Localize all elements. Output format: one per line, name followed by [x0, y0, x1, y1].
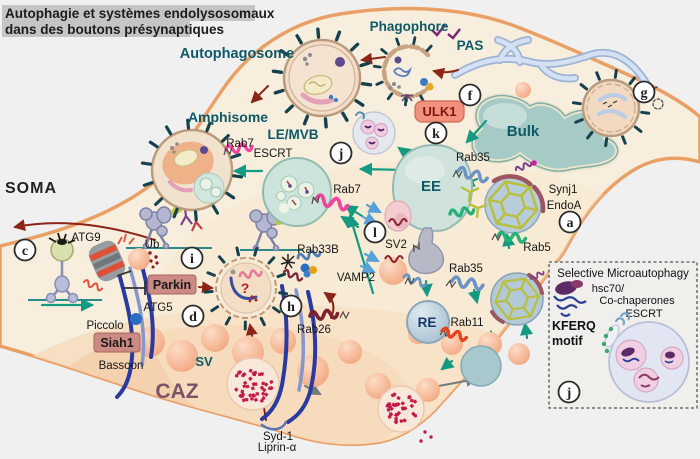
badge-c: c	[13, 238, 37, 262]
inset-escrt: ESCRT	[625, 308, 662, 320]
condensate-dots	[234, 368, 274, 403]
label-endoa: EndoA	[547, 200, 582, 212]
badge-a: a	[558, 210, 582, 234]
parkin-box: Parkin	[147, 274, 197, 295]
label-rab7-amphisome: Rab7	[226, 138, 254, 150]
ulk1-box: ULK1	[414, 100, 465, 123]
pas-protein-glyphs	[431, 24, 461, 40]
badge-g: g	[632, 80, 656, 104]
badge-i: i	[180, 246, 204, 270]
clathrin-triskelion	[460, 185, 488, 219]
badge-j-inset-label: j	[566, 386, 572, 401]
badge-j-label: j	[338, 147, 344, 162]
inset-motif: motif	[552, 334, 583, 348]
siah1-box: Siah1	[93, 332, 141, 353]
badge-f-label: f	[468, 89, 473, 104]
ub-parkin-module	[116, 248, 159, 295]
mitochondrion-cargo	[173, 149, 199, 167]
autophagosome-top	[271, 27, 373, 129]
label-rab26: Rab26	[297, 324, 331, 336]
bulk-endosome	[469, 93, 621, 174]
badge-l-label: l	[373, 226, 377, 241]
label-synj1: Synj1	[549, 184, 578, 196]
badge-j-inset: j	[557, 380, 581, 404]
label-vamp2: VAMP2	[337, 272, 375, 284]
figure-title: Autophagie et systèmes endolysosomaux da…	[2, 5, 275, 37]
badge-l: l	[363, 220, 387, 244]
badge-h-label: h	[287, 300, 295, 315]
vamp2-vesicle	[379, 255, 429, 289]
siah1-box-label: Siah1	[100, 336, 133, 350]
syd1-liprin-condensate	[226, 357, 433, 443]
labels: Autophagosome Phagophore PAS Amphisome L…	[5, 19, 582, 454]
badge-a-label: a	[567, 216, 574, 231]
rab33b-complex	[280, 247, 323, 283]
badge-k-label: k	[432, 127, 440, 142]
inset-cochaperones: Co-chaperones	[599, 295, 675, 307]
inset-hsc70: hsc70/	[592, 283, 625, 295]
label-ee: EE	[421, 178, 441, 195]
inset-title: Selective Microautophagy	[557, 268, 689, 280]
label-rab35-ee: Rab35	[456, 152, 490, 164]
badge-g-label: g	[641, 86, 648, 101]
label-ub: Ub	[145, 239, 160, 251]
label-le-mvb: LE/MVB	[267, 127, 318, 142]
badge-i-label: i	[190, 252, 194, 267]
label-piccolo: Piccolo	[86, 320, 123, 332]
microautophagy-vesicle	[352, 111, 396, 155]
label-atg9: ATG9	[71, 232, 100, 244]
label-syd1: Syd-1	[263, 431, 293, 443]
autophagosome-unknown-cargo	[203, 246, 289, 331]
figure-title-line1: Autophagie et systèmes endolysosomaux	[5, 6, 275, 21]
badge-f: f	[458, 83, 482, 107]
membrane-endosome	[460, 345, 502, 387]
badge-d-label: d	[189, 310, 197, 325]
label-rab33b: Rab33B	[297, 244, 339, 256]
label-atg5: ATG5	[143, 302, 172, 314]
label-liprin: Liprin-α	[258, 442, 297, 454]
badge-k: k	[424, 121, 448, 145]
figure-title-line2: dans des boutons présynaptiques	[5, 22, 224, 37]
label-re: RE	[418, 315, 437, 330]
parkin-box-label: Parkin	[153, 278, 191, 292]
atg9-barrel	[88, 240, 126, 282]
badge-j-mvb: j	[329, 141, 353, 165]
label-bulk: Bulk	[507, 123, 540, 140]
label-bassoon: Bassoon	[99, 360, 144, 372]
clathrin-coated-vesicle	[447, 159, 546, 245]
inset-kferq: KFERQ	[552, 319, 596, 333]
label-caz: CAZ	[155, 380, 198, 403]
label-phagophore: Phagophore	[370, 19, 449, 34]
badge-d: d	[181, 304, 205, 328]
kinesin-motor	[28, 232, 102, 304]
clathrin-coated-pit	[445, 269, 546, 326]
inhibition-symbol	[116, 270, 146, 295]
label-rab7-ee: Rab7	[333, 184, 361, 196]
condensate-dots	[385, 392, 418, 425]
atg5-dot	[130, 313, 142, 325]
label-pas: PAS	[457, 38, 484, 53]
label-rab11: Rab11	[450, 317, 483, 329]
label-rab5: Rab5	[523, 242, 551, 254]
label-rab35-re: Rab35	[449, 263, 483, 275]
kferq-substrate-glyph	[553, 295, 587, 317]
badge-c-label: c	[22, 244, 28, 259]
label-amphisome: Amphisome	[188, 109, 268, 125]
label-autophagosome: Autophagosome	[180, 46, 294, 62]
sv2-bud	[384, 200, 412, 232]
amphisome	[140, 118, 255, 222]
label-escrt: ESCRT	[254, 148, 293, 160]
recycling-endosome	[406, 300, 469, 344]
panel-letter-badges: a c d f g h i j k l	[13, 80, 656, 328]
microautophagy-inset: Selective Microautophagy hsc70/ Co-chape…	[548, 261, 698, 409]
badge-h: h	[279, 294, 303, 318]
late-endosome-mvb	[262, 157, 351, 227]
label-soma: SOMA	[5, 180, 57, 197]
label-unknown-cargo: ?	[241, 280, 250, 296]
label-sv: SV	[195, 354, 213, 369]
ulk1-box-label: ULK1	[423, 104, 457, 119]
label-sv2: SV2	[385, 239, 407, 251]
